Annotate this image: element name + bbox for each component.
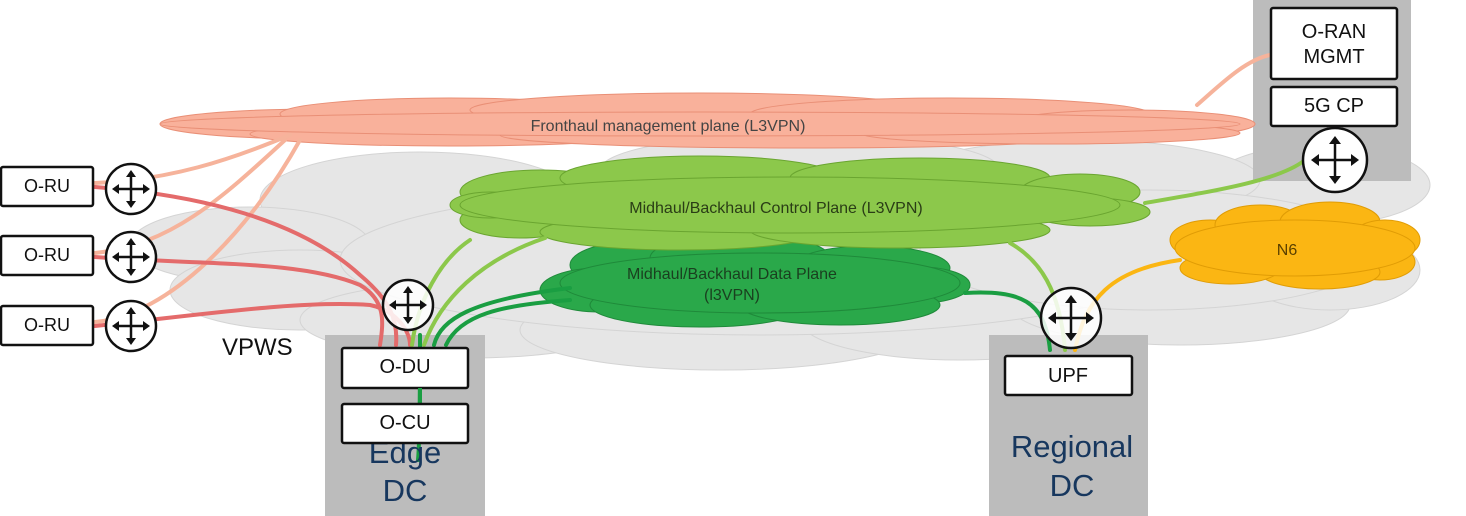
n6-cloud	[1169, 201, 1421, 290]
oru-label: O-RU	[24, 245, 70, 265]
odu-label: O-DU	[379, 356, 430, 378]
oran-mgmt-label-line1: O-RAN	[1302, 21, 1366, 43]
data-plane-label-line2: (l3VPN)	[704, 287, 760, 304]
router-icon	[1039, 286, 1103, 350]
ocu-label: O-CU	[379, 412, 430, 434]
control-plane-label: Midhaul/Backhaul Control Plane (L3VPN)	[629, 200, 922, 217]
cp-5g-label: 5G CP	[1304, 95, 1364, 117]
router-icon	[104, 162, 158, 216]
upf-label: UPF	[1048, 365, 1088, 387]
odu-node: O-DU	[340, 346, 470, 390]
oru-label: O-RU	[24, 315, 70, 335]
oru-label: O-RU	[24, 176, 70, 196]
router-icon	[104, 299, 158, 353]
oru-node-3: O-RU	[0, 304, 95, 347]
control-plane-cloud	[449, 155, 1151, 251]
edge-dc-label-line2: DC	[383, 473, 428, 508]
oru-node-1: O-RU	[0, 165, 95, 208]
oran-mgmt-node: O-RAN MGMT	[1269, 6, 1399, 81]
fronthaul-mgmt-cloud	[159, 92, 1256, 149]
regional-dc-label-line1: Regional	[1011, 429, 1133, 464]
vpws-label: VPWS	[222, 334, 293, 361]
regional-dc-label-line2: DC	[1050, 468, 1095, 503]
ocu-node: O-CU	[340, 402, 470, 445]
router-icon	[1301, 126, 1369, 194]
cp-5g-node: 5G CP	[1269, 85, 1399, 128]
data-plane-cloud	[539, 233, 971, 328]
n6-label: N6	[1277, 242, 1298, 259]
oru-node-2: O-RU	[0, 234, 95, 277]
router-icon	[381, 278, 435, 332]
upf-node: UPF	[1003, 354, 1134, 397]
fronthaul-mgmt-label: Fronthaul management plane (L3VPN)	[531, 118, 806, 135]
data-plane-label-line1: Midhaul/Backhaul Data Plane	[627, 266, 837, 283]
oran-mgmt-label-line2: MGMT	[1303, 46, 1364, 68]
router-icon	[104, 230, 158, 284]
